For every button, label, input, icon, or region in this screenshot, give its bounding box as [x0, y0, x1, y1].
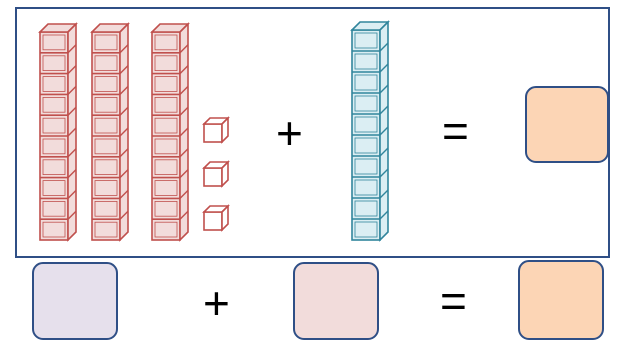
- top-equals-sign: =: [442, 105, 469, 157]
- bottom-tens-box[interactable]: [32, 262, 118, 340]
- unit-cube-2: [202, 160, 230, 188]
- unit-cube-1: [202, 116, 230, 144]
- bottom-plus-sign: +: [203, 277, 230, 329]
- bottom-equals-sign: =: [440, 275, 467, 327]
- teal-tens-rod-1: [350, 20, 390, 242]
- unit-cube-3: [202, 204, 230, 232]
- tens-rod-2: [90, 22, 130, 242]
- bottom-second-tens-box[interactable]: [293, 262, 379, 340]
- top-plus-sign: +: [276, 107, 303, 159]
- top-answer-box[interactable]: [525, 86, 609, 163]
- tens-rod-3: [150, 22, 190, 242]
- tens-rod-1: [38, 22, 78, 242]
- bottom-answer-box[interactable]: [518, 260, 604, 340]
